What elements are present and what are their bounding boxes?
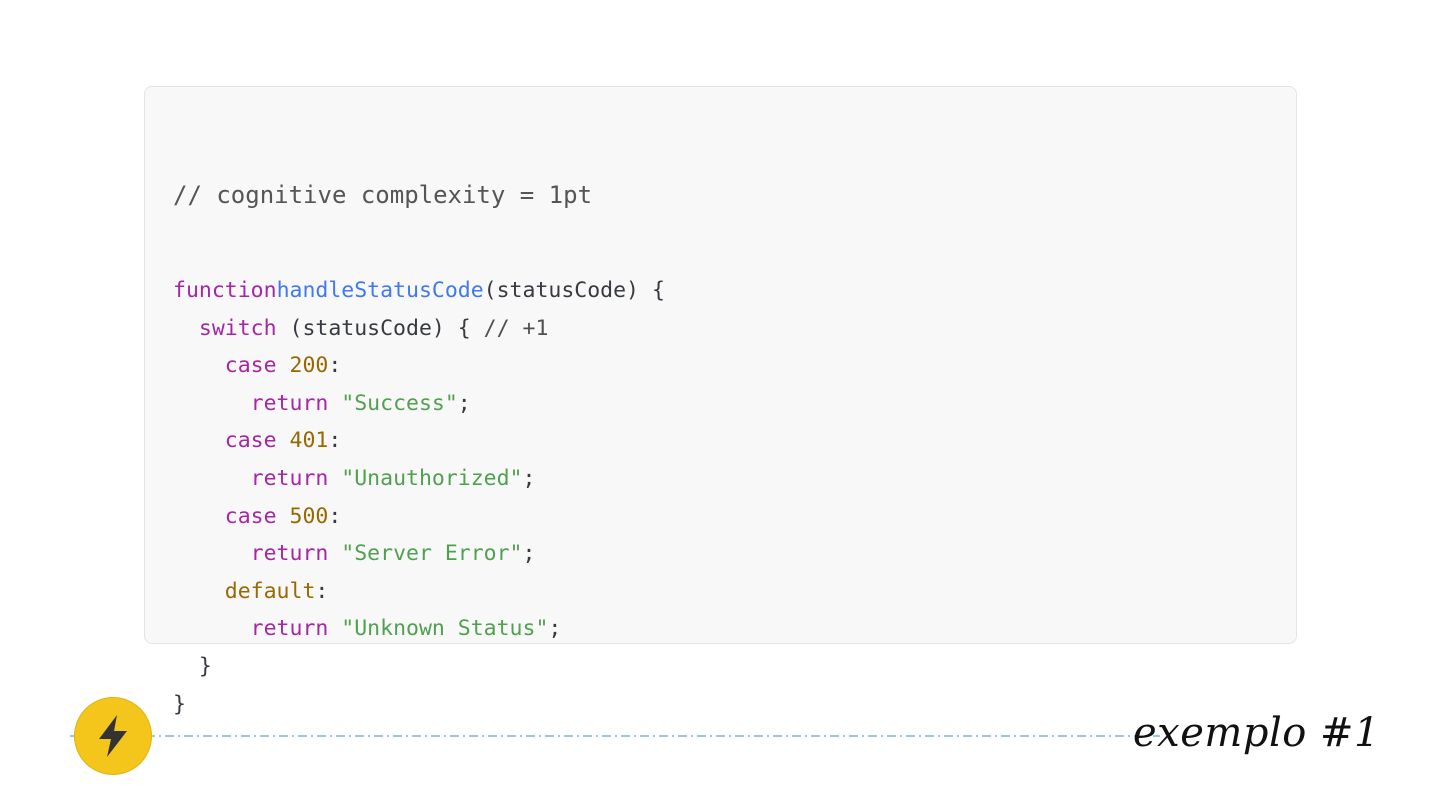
code-text: ; bbox=[522, 465, 536, 491]
code-line: return "Success"; bbox=[173, 385, 665, 423]
lightning-badge bbox=[75, 698, 151, 774]
code-text: (statusCode) { bbox=[276, 315, 484, 341]
code-indent bbox=[173, 391, 251, 416]
code-line: switch (statusCode) { // +1 bbox=[173, 310, 665, 348]
code-text: } bbox=[198, 653, 212, 679]
code-string: "Unknown Status" bbox=[328, 616, 549, 642]
code-line: case 401: bbox=[173, 422, 665, 460]
code-line: return "Unknown Status"; bbox=[173, 610, 665, 648]
code-keyword: switch bbox=[198, 315, 277, 341]
code-block: // cognitive complexity = 1pt functionha… bbox=[173, 126, 665, 773]
code-line: } bbox=[173, 686, 665, 724]
code-indent bbox=[173, 504, 225, 529]
code-keyword: case bbox=[224, 503, 277, 529]
code-indent bbox=[173, 428, 225, 453]
code-indent bbox=[173, 541, 251, 566]
code-keyword: return bbox=[250, 465, 329, 491]
code-text: : bbox=[328, 503, 342, 529]
code-snippet-card: // cognitive complexity = 1pt functionha… bbox=[144, 86, 1297, 717]
code-line: case 200: bbox=[173, 347, 665, 385]
lightning-bolt-icon bbox=[99, 715, 127, 757]
code-string: "Server Error" bbox=[328, 541, 523, 567]
code-keyword: function bbox=[173, 278, 277, 303]
code-indent bbox=[173, 316, 199, 341]
code-text: } bbox=[173, 691, 186, 717]
code-text: : bbox=[315, 578, 329, 604]
code-keyword: return bbox=[250, 541, 329, 567]
code-string: "Success" bbox=[328, 390, 458, 416]
code-text: : bbox=[328, 353, 342, 379]
code-number: 401 bbox=[276, 428, 329, 454]
code-text: ; bbox=[457, 390, 471, 416]
code-string: "Unauthorized" bbox=[328, 465, 523, 491]
code-line: } bbox=[173, 648, 665, 686]
code-keyword: return bbox=[250, 390, 329, 416]
example-caption: exemplo #1 bbox=[1133, 710, 1380, 756]
code-number: 500 bbox=[276, 503, 329, 529]
code-function-name: handleStatusCode bbox=[276, 278, 484, 303]
code-text: ; bbox=[522, 541, 536, 567]
dash-dot-divider bbox=[70, 735, 1160, 737]
code-line: functionhandleStatusCode(statusCode) { bbox=[173, 272, 665, 310]
code-keyword: case bbox=[224, 353, 277, 379]
code-text: (statusCode) { bbox=[483, 278, 665, 303]
code-comment-header: // cognitive complexity = 1pt bbox=[173, 181, 593, 209]
code-number: default bbox=[224, 578, 316, 604]
code-indent bbox=[173, 579, 225, 604]
code-indent bbox=[173, 353, 225, 378]
code-comment: // +1 bbox=[483, 315, 549, 341]
code-indent bbox=[173, 654, 199, 679]
code-line: default: bbox=[173, 573, 665, 611]
code-line: return "Unauthorized"; bbox=[173, 460, 665, 498]
code-lines: functionhandleStatusCode(statusCode) { s… bbox=[173, 272, 665, 723]
code-indent bbox=[173, 466, 251, 491]
code-line: case 500: bbox=[173, 498, 665, 536]
code-keyword: return bbox=[250, 616, 329, 642]
code-number: 200 bbox=[276, 353, 329, 379]
code-keyword: case bbox=[224, 428, 277, 454]
code-text: : bbox=[328, 428, 342, 454]
code-indent bbox=[173, 616, 251, 641]
code-text: ; bbox=[548, 616, 562, 642]
code-line: return "Server Error"; bbox=[173, 535, 665, 573]
